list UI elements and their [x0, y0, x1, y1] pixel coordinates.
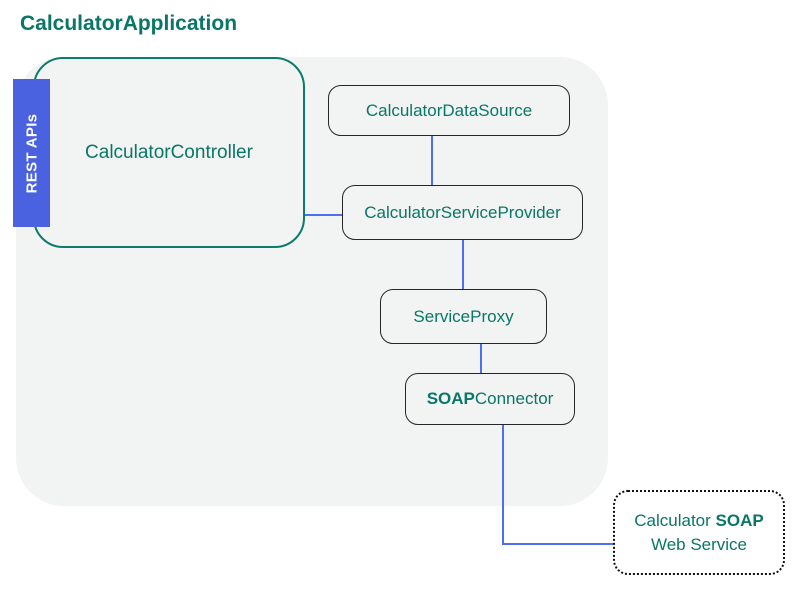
edge-controller-serviceprovider [305, 214, 342, 216]
node-calculator-serviceprovider-label: CalculatorServiceProvider [364, 202, 561, 222]
soapconnector-label-bold: SOAP [426, 389, 475, 408]
node-calculator-datasource-label: CalculatorDataSource [365, 100, 533, 120]
node-calculator-soap-web-service-label: Calculator SOAP Web Service [634, 509, 763, 557]
node-serviceproxy-label: ServiceProxy [413, 306, 514, 326]
node-calculator-datasource[interactable]: CalculatorDataSource [328, 85, 570, 136]
rest-apis-badge[interactable]: REST APIs [13, 79, 50, 227]
edge-soapconnector-webservice-vertical [502, 425, 504, 545]
node-soapconnector[interactable]: SOAPConnector [405, 373, 575, 425]
node-calculator-soap-web-service[interactable]: Calculator SOAP Web Service [613, 490, 785, 575]
node-serviceproxy[interactable]: ServiceProxy [380, 289, 547, 344]
node-calculator-controller-label: CalculatorController [85, 141, 253, 163]
edge-soapconnector-webservice-horizontal [502, 543, 613, 545]
webservice-label-line1-bold: SOAP [715, 510, 764, 530]
edge-datasource-serviceprovider [431, 136, 433, 185]
rest-apis-label: REST APIs [23, 113, 41, 193]
node-soapconnector-label: SOAPConnector [427, 389, 554, 409]
node-calculator-controller[interactable]: CalculatorController [33, 57, 305, 248]
edge-serviceproxy-soapconnector [480, 344, 482, 373]
webservice-label-line2: Web Service [650, 534, 748, 554]
node-calculator-serviceprovider[interactable]: CalculatorServiceProvider [342, 185, 583, 240]
soapconnector-label-rest: Connector [474, 389, 554, 408]
webservice-label-line1-normal: Calculator [634, 510, 716, 530]
edge-serviceprovider-serviceproxy [462, 240, 464, 289]
diagram-title: CalculatorApplication [20, 12, 238, 35]
